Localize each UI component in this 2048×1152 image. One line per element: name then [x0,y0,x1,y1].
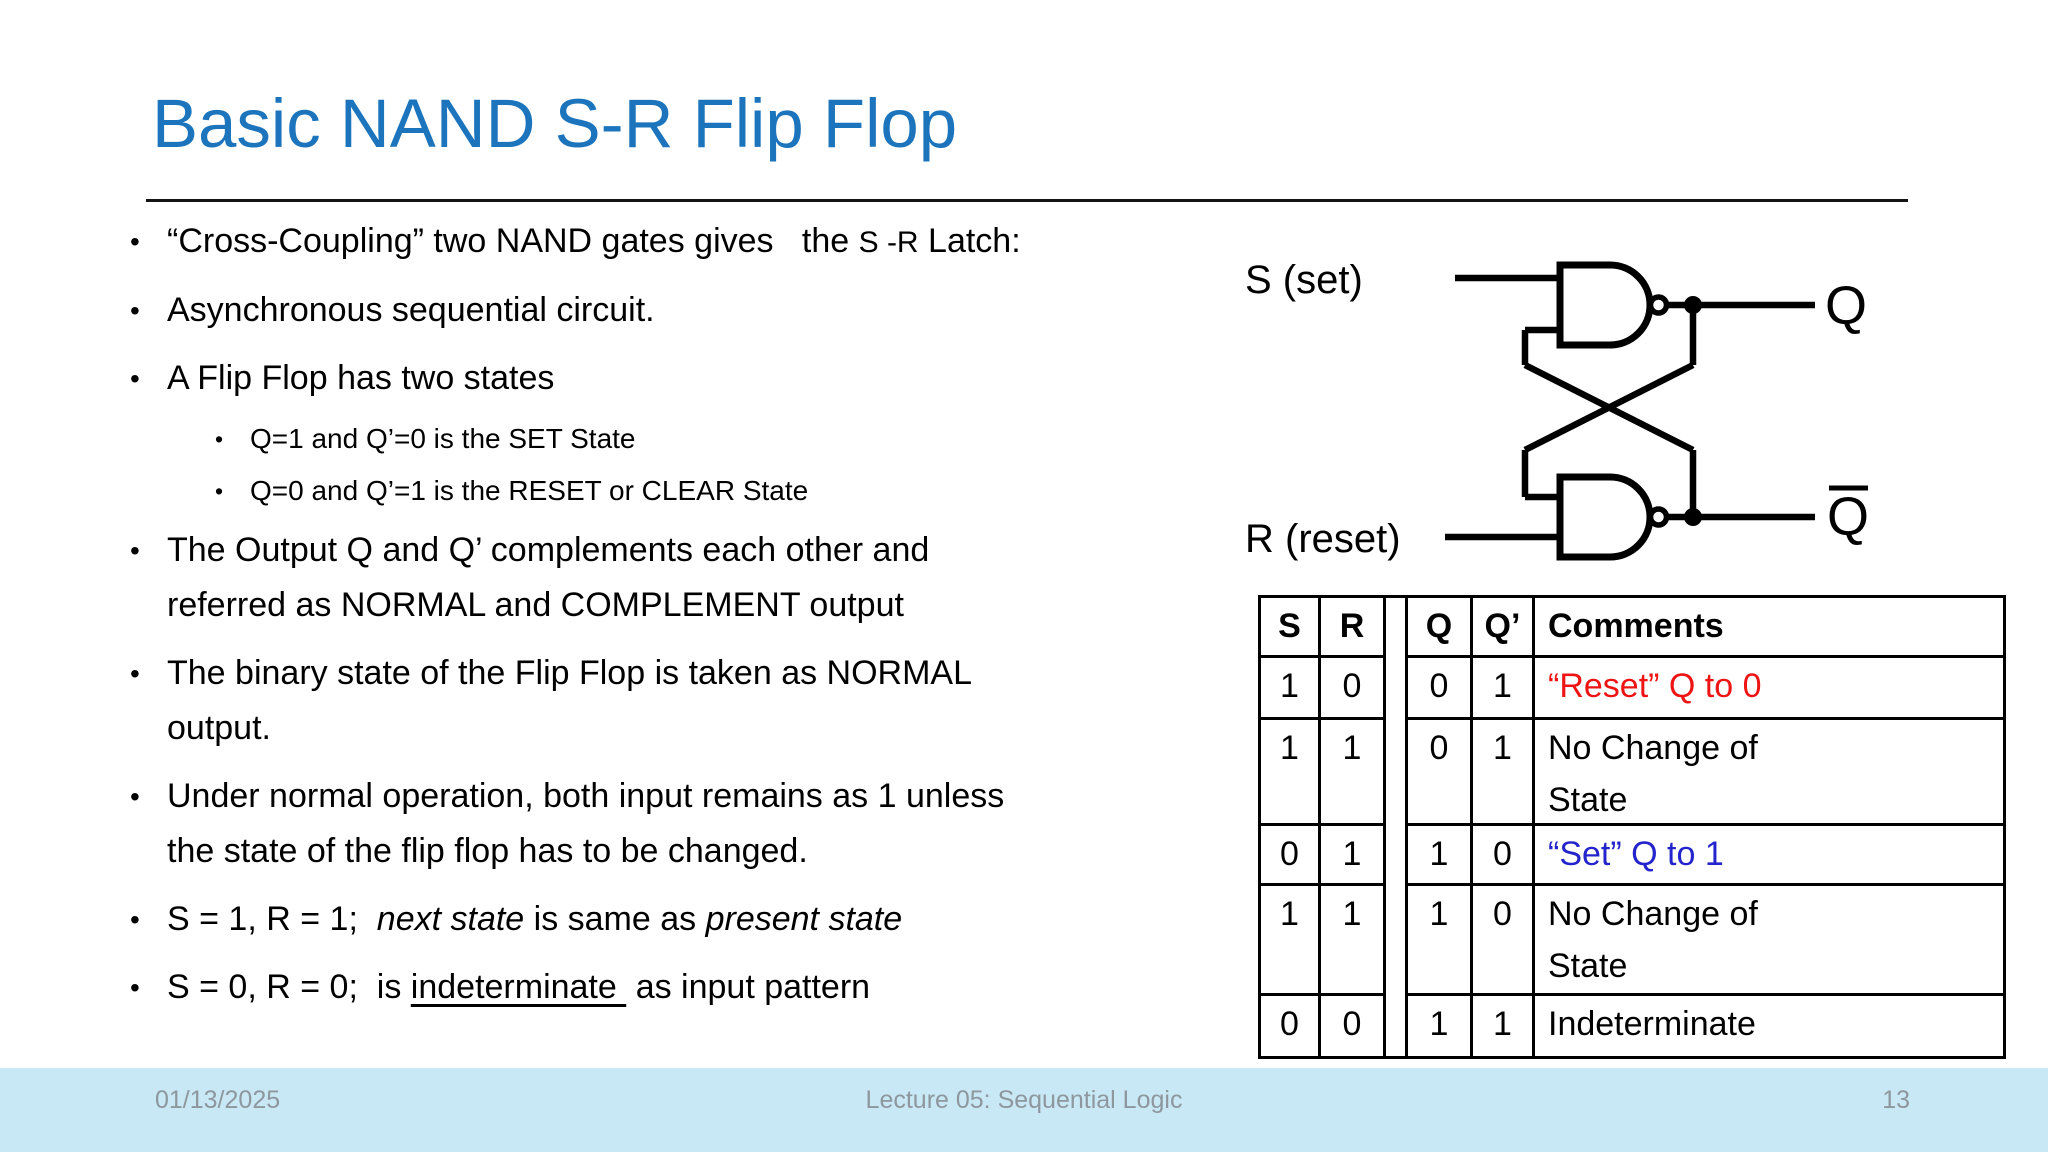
bullet-text: Under normal operation, both input remai… [167,769,1004,879]
cell-q: 0 [1408,658,1473,720]
spacer-column [1386,658,1408,720]
q-bar-output-label: Q [1827,487,1869,547]
bullet-marker: • [130,904,140,935]
bullet-item: • A Flip Flop has two states [130,351,1210,406]
bullet-marker: • [215,426,224,452]
nand-gate-top [1556,261,1670,349]
cell-q-prime: 1 [1473,658,1535,720]
title-divider [146,199,1908,202]
slide-title: Basic NAND S-R Flip Flop [152,85,958,162]
cell-s: 1 [1261,886,1321,996]
bullet-text-segment: “Cross-Coupling” two NAND gates gives th… [167,222,859,260]
bullet-text: Q=1 and Q’=0 is the SET State [250,413,636,465]
bullet-list: • “Cross-Coupling” two NAND gates gives t… [130,214,1210,1028]
sub-bullet-item: • Q=0 and Q’=1 is the RESET or CLEAR Stat… [215,465,1210,517]
q-output-label: Q [1825,276,1867,336]
bullet-text-segment: S = 1, R = 1; [167,900,377,938]
cell-s: 0 [1261,826,1321,886]
cell-s: 0 [1261,996,1321,1056]
bullet-text-segment: Asynchronous sequential circuit. [167,291,655,329]
bullet-text-segment: Under normal operation, both input remai… [167,777,1005,870]
bullet-text-segment: The binary state of the Flip Flop is tak… [167,654,973,747]
bullet-text: S = 1, R = 1; next state is same as pres… [167,892,902,947]
footer-lecture-title: Lecture 05: Sequential Logic [865,1086,1183,1114]
bullet-marker: • [130,295,140,326]
cell-r: 0 [1321,658,1386,720]
bullet-text-segment: Q=0 and Q’=1 is the RESET or CLEAR State [250,475,809,506]
cell-q-prime: 1 [1473,996,1535,1056]
cell-comment: No Change of State [1535,886,2003,996]
bullet-text-segment: is same as [524,900,706,938]
bullet-text-segment: next state [376,900,525,938]
cell-comment: “Set” Q to 1 [1535,826,2003,886]
bullet-marker: • [130,226,140,257]
cell-q-prime: 0 [1473,826,1535,886]
s-input-label: S (set) [1245,258,1363,302]
cell-comment: No Change of State [1535,720,2003,826]
bullet-text-segment: Latch: [918,222,1021,260]
bullet-text: S = 0, R = 0; is indeterminate as input … [167,960,870,1015]
bullet-text-segment: A Flip Flop has two states [167,359,555,397]
cell-q: 1 [1408,826,1473,886]
junction-dots [1684,296,1702,526]
bullet-text: Asynchronous sequential circuit. [167,283,655,338]
bullet-text-segment: present state [705,900,903,938]
bullet-text-segment: Q=1 and Q’=0 is the SET State [250,423,636,454]
cell-s: 1 [1261,720,1321,826]
spacer-column [1386,826,1408,886]
cell-r: 0 [1321,996,1386,1056]
bullet-item: • “Cross-Coupling” two NAND gates gives t… [130,214,1210,270]
bullet-text: A Flip Flop has two states [167,351,554,406]
bullet-item: • The binary state of the Flip Flop is ta… [130,646,1210,756]
nand-gate-bottom [1556,473,1670,561]
cell-q-prime: 1 [1473,720,1535,826]
bullet-text-segment: indeterminate [410,968,627,1006]
spacer-column [1386,598,1408,658]
spacer-column [1386,996,1408,1056]
header-q: Q [1408,598,1473,658]
bullet-text-segment: S -R [858,226,919,259]
bullet-text: The binary state of the Flip Flop is tak… [167,646,972,756]
cell-comment: “Reset” Q to 0 [1535,658,2003,720]
bullet-text: The Output Q and Q’ complements each oth… [167,523,929,633]
cell-q-prime: 0 [1473,886,1535,996]
bullet-item: • The Output Q and Q’ complements each ot… [130,523,1210,633]
cell-comment: Indeterminate [1548,1005,1756,1043]
bullet-text-segment: S = 0, R = 0; is [167,968,411,1006]
header-r: R [1321,598,1386,658]
footer-bar: 01/13/2025 Lecture 05: Sequential Logic … [0,1068,2048,1152]
bullet-text-segment: as input pattern [626,968,871,1006]
bullet-text-segment: The Output Q and Q’ complements each oth… [167,531,930,624]
cell-q: 1 [1408,886,1473,996]
bullet-marker: • [130,363,140,394]
bullet-marker: • [130,781,140,812]
header-comments: Comments [1535,598,2003,658]
header-q-prime: Q’ [1473,598,1535,658]
bullet-item: • S = 0, R = 0; is indeterminate as input… [130,960,1210,1015]
cell-r: 1 [1321,720,1386,826]
cell-r: 1 [1321,826,1386,886]
cell-r: 1 [1321,886,1386,996]
bullet-marker: • [130,535,140,566]
bullet-item: • S = 1, R = 1; next state is same as pre… [130,892,1210,947]
bullet-marker: • [130,972,140,1003]
bullet-marker: • [215,478,224,504]
bullet-item: • Under normal operation, both input rema… [130,769,1210,879]
bullet-item: • Asynchronous sequential circuit. [130,283,1210,338]
header-s: S [1261,598,1321,658]
spacer-column [1386,720,1408,826]
footer-page-number: 13 [1882,1086,1910,1114]
r-input-label: R (reset) [1245,517,1401,561]
cell-q: 0 [1408,720,1473,826]
cell-q: 1 [1408,996,1473,1056]
sub-bullet-item: • Q=1 and Q’=0 is the SET State [215,413,1210,465]
spacer-column [1386,886,1408,996]
nand-sr-latch-diagram: S (set) R (reset) Q Q [1245,258,1869,561]
footer-date: 01/13/2025 [155,1086,281,1114]
bullet-text: Q=0 and Q’=1 is the RESET or CLEAR State [250,465,808,517]
bullet-marker: • [130,658,140,689]
cell-s: 1 [1261,658,1321,720]
bullet-text: “Cross-Coupling” two NAND gates gives th… [167,214,1021,270]
